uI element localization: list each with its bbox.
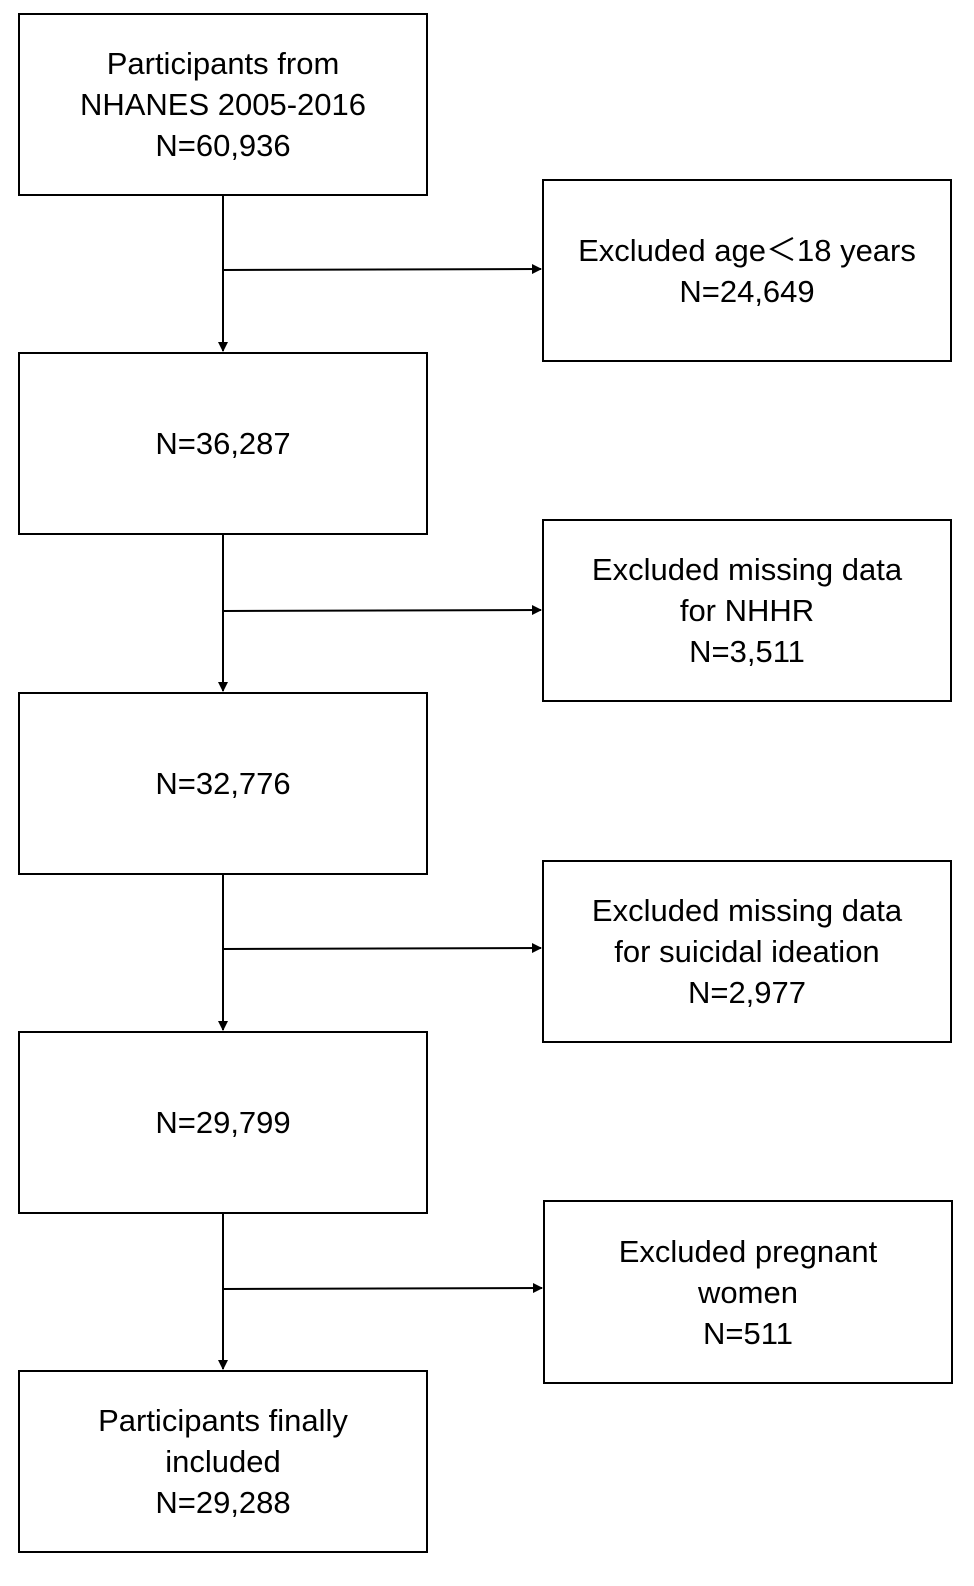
box-adults: N=36,287	[18, 352, 428, 535]
box-line: women	[698, 1274, 798, 1310]
box-final-included: Participants finally included N=29,288	[18, 1370, 428, 1553]
box-count: N=29,799	[155, 1105, 291, 1140]
box-nhanes-participants: Participants from NHANES 2005-2016 N=60,…	[18, 13, 428, 196]
exclusion-arrow-4	[222, 1283, 543, 1294]
exclusion-arrow-2	[222, 605, 542, 616]
box-excluded-pregnant: Excluded pregnant women N=511	[543, 1200, 953, 1384]
box-line: Excluded missing data	[591, 552, 903, 587]
box-count: N=24,649	[679, 273, 815, 309]
box-line: Participants finally	[98, 1403, 348, 1438]
box-count: N=29,288	[155, 1485, 291, 1520]
box-count: N=511	[703, 1315, 793, 1351]
exclusion-arrow-3	[222, 943, 542, 954]
box-excluded-missing-nhhr: Excluded missing data for NHHR N=3,511	[542, 519, 952, 702]
box-count: N=36,287	[155, 426, 291, 461]
box-line: Participants from	[106, 46, 340, 81]
box-with-nhhr: N=32,776	[18, 692, 428, 875]
box-excluded-missing-suicidal-ideation: Excluded missing data for suicidal ideat…	[542, 860, 952, 1043]
box-count: N=2,977	[687, 975, 807, 1010]
box-line: for suicidal ideation	[614, 934, 880, 969]
box-line: Excluded missing data	[591, 893, 903, 928]
box-with-suicidal-ideation: N=29,799	[18, 1031, 428, 1214]
box-count: N=32,776	[155, 766, 291, 801]
box-line: for NHHR	[679, 593, 815, 628]
box-line: Excluded age＜18 years	[578, 232, 916, 268]
box-line: included	[165, 1444, 281, 1479]
box-line: NHANES 2005-2016	[79, 87, 367, 122]
box-excluded-age: Excluded age＜18 years N=24,649	[542, 179, 952, 362]
box-line: Excluded pregnant	[618, 1233, 878, 1269]
box-count: N=3,511	[689, 634, 805, 669]
box-count: N=60,936	[155, 128, 291, 163]
exclusion-arrow-1	[222, 264, 542, 275]
